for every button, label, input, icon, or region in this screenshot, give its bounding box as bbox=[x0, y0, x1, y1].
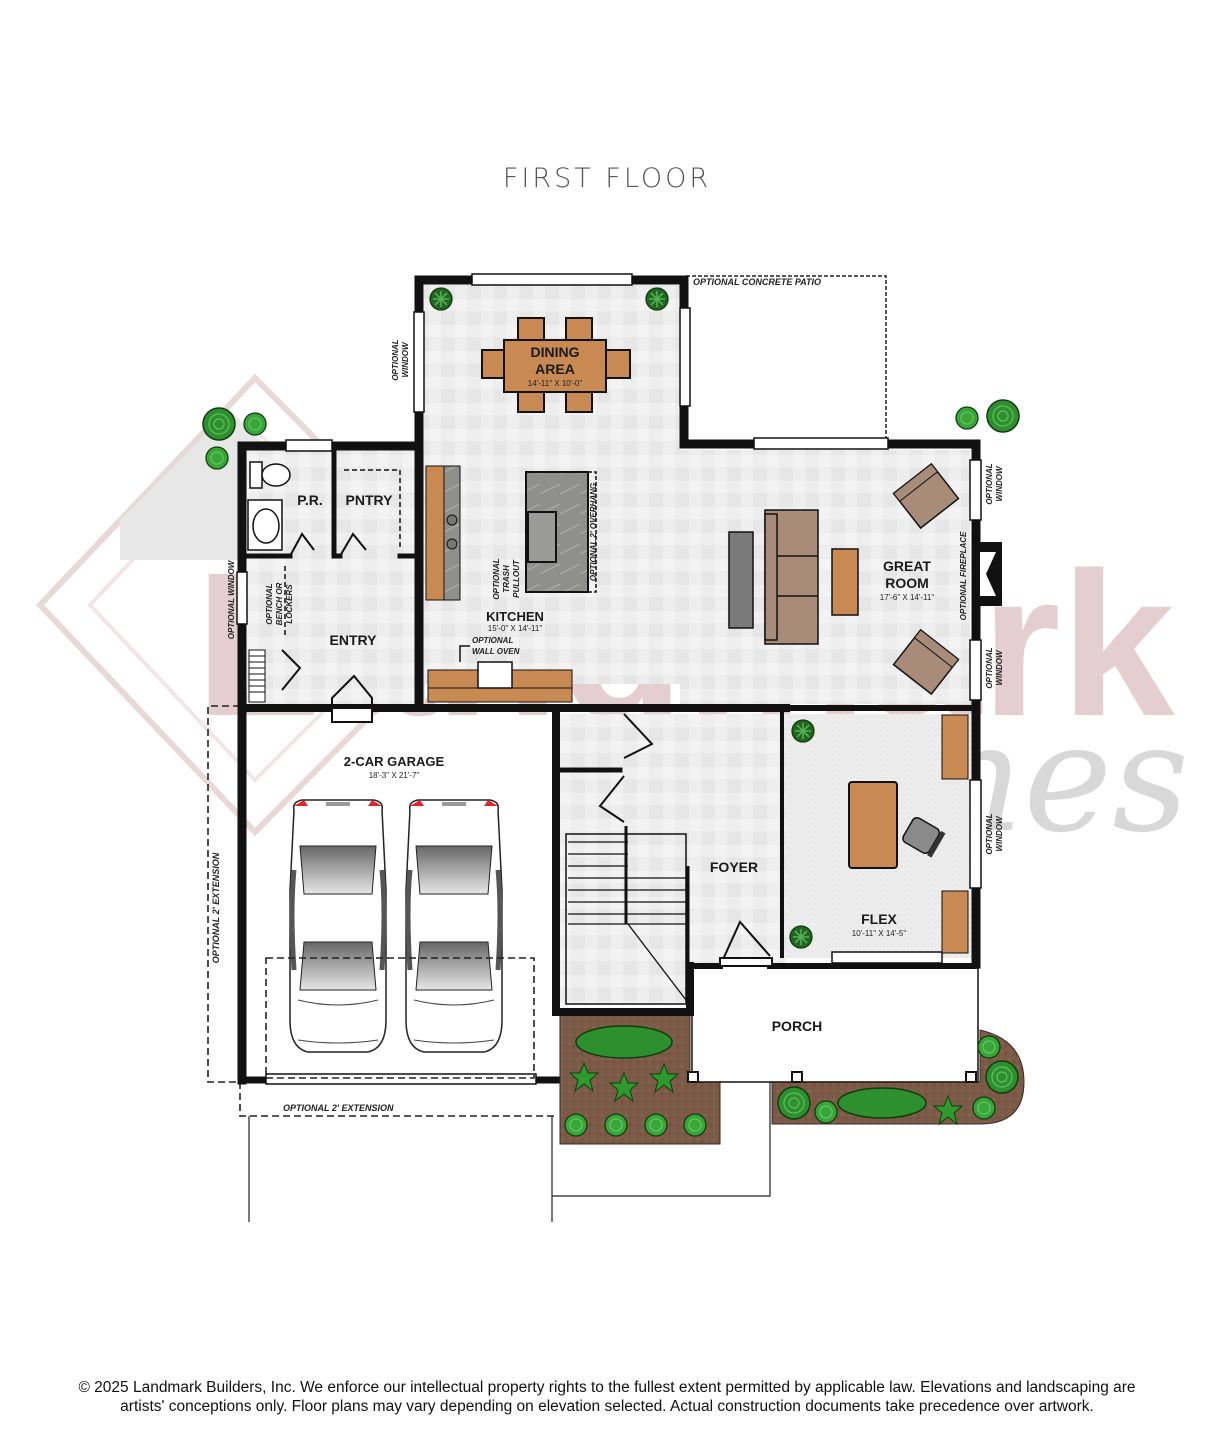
potted-plant-icon bbox=[645, 287, 669, 311]
wall-oven-note-2: WALL OVEN bbox=[472, 647, 520, 656]
trash-pullout-note: OPTIONAL bbox=[492, 558, 501, 599]
dining-window-note-2: WINDOW bbox=[401, 341, 410, 378]
copyright-footer: © 2025 Landmark Builders, Inc. We enforc… bbox=[0, 1378, 1214, 1416]
shrub-icon bbox=[205, 446, 229, 470]
pantry-shelf bbox=[344, 469, 401, 548]
flex-dims: 10'-11" X 14'-5" bbox=[852, 929, 907, 938]
bench-note: OPTIONAL bbox=[265, 583, 274, 624]
great-room-label-2: ROOM bbox=[885, 575, 929, 591]
kitchen-countertop bbox=[443, 465, 461, 601]
potted-plant-icon bbox=[789, 925, 813, 949]
armchair-bottom bbox=[892, 628, 960, 696]
entry-window-note: OPTIONAL WINDOW bbox=[227, 559, 236, 639]
garage-side-extension bbox=[207, 705, 240, 1083]
right-planting-bed bbox=[771, 1029, 1025, 1125]
garage-front-ext-note: OPTIONAL 2' EXTENSION bbox=[283, 1103, 394, 1113]
gr-window-top-note-2: WINDOW bbox=[995, 465, 1004, 502]
foyer-label: FOYER bbox=[710, 859, 758, 875]
hedge-icon bbox=[837, 1087, 927, 1119]
tv-console bbox=[728, 531, 754, 629]
wall-oven bbox=[477, 661, 513, 689]
dining-label: DINING bbox=[531, 344, 580, 360]
armchair-top bbox=[892, 462, 960, 530]
dining-dims: 14'-11" X 10'-0" bbox=[528, 379, 583, 388]
garage-extension-zone bbox=[265, 957, 535, 1079]
shrub-icon bbox=[243, 412, 267, 436]
porch bbox=[691, 965, 979, 1083]
gr-window-bottom-note: OPTIONAL bbox=[985, 647, 994, 688]
dining-window-note: OPTIONAL bbox=[391, 339, 400, 380]
shrub-icon bbox=[683, 1113, 707, 1137]
kitchen-label: KITCHEN bbox=[486, 609, 544, 624]
sink-vanity-icon bbox=[247, 499, 283, 551]
bench-note-2: BENCH OR bbox=[275, 582, 284, 625]
porch-label: PORCH bbox=[772, 1018, 823, 1034]
dining-label-2: AREA bbox=[535, 361, 575, 377]
powder-room-label: P.R. bbox=[297, 492, 322, 508]
garage-dims: 18'-3" X 21'-7" bbox=[369, 771, 420, 780]
shrub-icon bbox=[564, 1113, 588, 1137]
sink-icon bbox=[527, 511, 557, 563]
coffee-table bbox=[831, 548, 859, 616]
sofa bbox=[764, 509, 819, 645]
gr-window-bottom-note-2: WINDOW bbox=[995, 649, 1004, 686]
bench-note-3: LOCKERS bbox=[285, 584, 294, 624]
windows bbox=[236, 273, 982, 1085]
garage-side-ext-note: OPTIONAL 2' EXTENSION bbox=[211, 852, 221, 963]
trash-pullout-note-3: PULLOUT bbox=[512, 559, 521, 598]
kitchen-base-cabinet bbox=[425, 465, 445, 601]
doors bbox=[281, 532, 773, 967]
kitchen-dims: 15'-0" X 14'-11" bbox=[488, 624, 543, 633]
shrub-icon bbox=[955, 406, 979, 430]
page-title: FIRST FLOOR bbox=[502, 163, 712, 194]
garage-label: 2-CAR GARAGE bbox=[344, 754, 445, 769]
footer-line-1: © 2025 Landmark Builders, Inc. We enforc… bbox=[78, 1379, 1136, 1396]
staircase[interactable] bbox=[565, 826, 690, 1005]
entry-label: ENTRY bbox=[330, 632, 378, 648]
shrub-icon bbox=[604, 1113, 628, 1137]
desk bbox=[848, 781, 898, 869]
toilet-icon bbox=[249, 461, 291, 489]
patio-outline bbox=[686, 275, 887, 446]
fireplace-note: OPTIONAL FIREPLACE bbox=[959, 531, 968, 620]
footer-line-2: artists' conceptions only. Floor plans m… bbox=[120, 1398, 1094, 1415]
bookshelf-top bbox=[941, 714, 969, 780]
shrub-icon bbox=[644, 1113, 668, 1137]
shrub-icon bbox=[777, 1086, 811, 1120]
great-room-label: GREAT bbox=[883, 558, 931, 574]
gr-window-top-note: OPTIONAL bbox=[985, 463, 994, 504]
bookshelf-bottom bbox=[941, 890, 969, 954]
overhang-note: OPTIONAL 2' OVERHANG bbox=[589, 483, 598, 581]
flex-label: FLEX bbox=[861, 911, 897, 927]
potted-plant-icon bbox=[429, 287, 453, 311]
car-icon bbox=[290, 800, 386, 1052]
shrub-icon bbox=[986, 399, 1020, 433]
dining-table bbox=[481, 317, 631, 413]
walkway bbox=[552, 1082, 771, 1197]
shrub-icon bbox=[202, 407, 236, 441]
flex-window-note-2: WINDOW bbox=[995, 815, 1004, 852]
flex-window-note: OPTIONAL bbox=[985, 813, 994, 854]
shrub-icon bbox=[977, 1035, 1001, 1059]
fireplace bbox=[976, 542, 1002, 606]
hedge-icon bbox=[575, 1025, 673, 1059]
pantry-label: PNTRY bbox=[346, 492, 394, 508]
office-chair-icon bbox=[902, 816, 946, 858]
foyer-floor bbox=[560, 714, 786, 1004]
trash-pullout-note-2: TRASH bbox=[502, 565, 511, 593]
wall-oven-note: OPTIONAL bbox=[472, 636, 513, 645]
shrub-icon bbox=[814, 1100, 838, 1124]
car-icon bbox=[406, 800, 502, 1052]
great-room-dims: 17'-6" X 14'-11" bbox=[880, 593, 935, 602]
garage-front-extension bbox=[239, 1082, 554, 1117]
potted-plant-icon bbox=[791, 719, 815, 743]
patio-note: OPTIONAL CONCRETE PATIO bbox=[693, 277, 821, 287]
shrub-icon bbox=[972, 1096, 996, 1120]
shrub-icon bbox=[985, 1060, 1019, 1094]
